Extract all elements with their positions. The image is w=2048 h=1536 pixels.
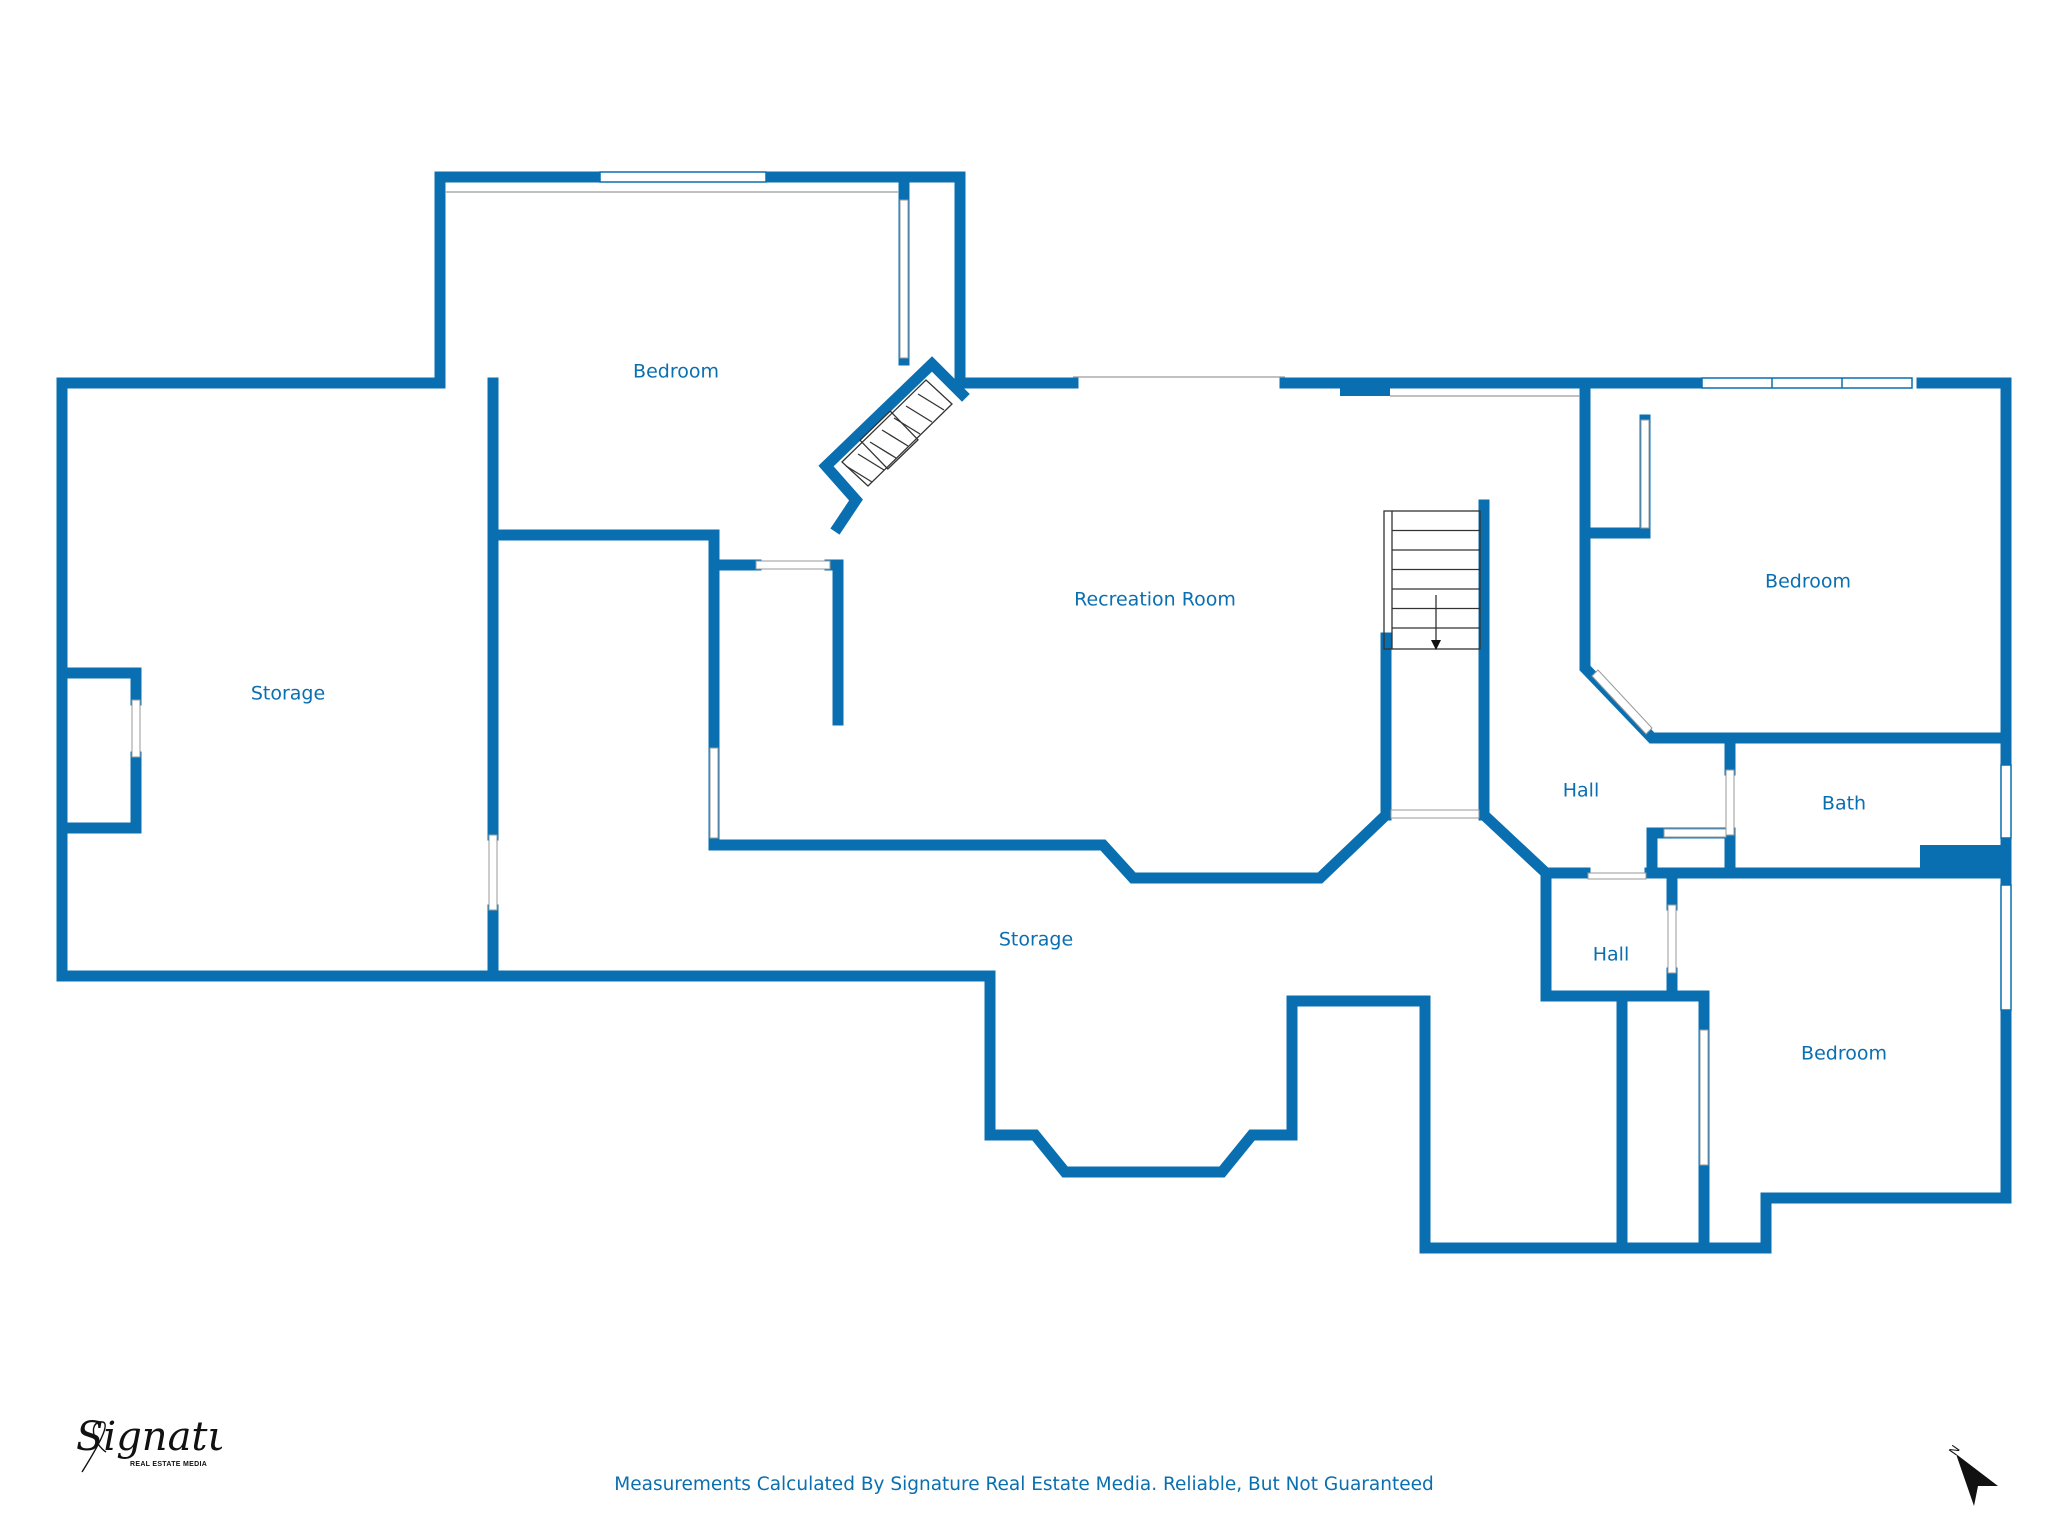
measurement-disclaimer: Measurements Calculated By Signature Rea…	[614, 1474, 1434, 1495]
label-hall-upper: Hall	[1563, 780, 1600, 802]
wall-storage-alcove-b	[56, 751, 142, 834]
logo-name: Signature	[76, 1414, 222, 1460]
opening-lines	[131, 191, 1735, 1166]
window-bedroom-low	[2000, 884, 2012, 1011]
signature-logo: Signature REAL ESTATE MEDIA	[72, 1400, 276, 1480]
wall-inner-door-right	[824, 559, 844, 726]
label-bedroom-right-top: Bedroom	[1765, 571, 1851, 593]
window-right-bedroom	[1701, 377, 1913, 389]
north-arrow-icon: N	[1930, 1434, 2010, 1514]
label-hall-lower: Hall	[1593, 944, 1630, 966]
window-bath	[2000, 764, 2012, 839]
wall-left-storage	[56, 377, 499, 982]
wall-inner-top	[487, 529, 720, 851]
room-labels: Bedroom Storage Recreation Room Bedroom …	[251, 361, 1887, 1065]
hatch-line	[857, 453, 885, 471]
label-storage-left: Storage	[251, 683, 325, 705]
wall-storage-alcove	[56, 667, 142, 706]
fireplace-hatch	[841, 379, 953, 487]
wall-fireplace	[818, 356, 970, 535]
wall-hall-angle	[1476, 807, 1591, 879]
walls	[56, 171, 2012, 1254]
window-top-bedroom	[599, 171, 767, 183]
hatch-line	[881, 429, 909, 447]
hatch-line	[905, 405, 933, 423]
label-bedroom-top: Bedroom	[633, 361, 719, 383]
wall-right-outer	[1916, 377, 2012, 771]
label-bath: Bath	[1822, 793, 1866, 815]
label-recreation-room: Recreation Room	[1074, 589, 1236, 611]
staircase	[1383, 510, 1481, 650]
wall-rec-bottom	[708, 807, 1394, 884]
hatch-line	[845, 465, 873, 483]
wall-hall-closet	[1646, 827, 1736, 879]
wall-closet	[1579, 414, 1651, 539]
wall-hall-lower-right-b	[1666, 967, 1710, 1002]
label-bedroom-right-bottom: Bedroom	[1801, 1043, 1887, 1065]
hatch-line	[917, 393, 945, 411]
windows	[599, 171, 2012, 1011]
stair-down-arrow-icon	[1431, 640, 1441, 650]
hatch-line	[893, 417, 921, 435]
block-bath	[1920, 845, 2006, 877]
wall-bedroom-top	[434, 171, 966, 389]
hatch-line	[869, 441, 897, 459]
wall-storage-bottom	[487, 879, 2012, 1254]
label-storage-bottom: Storage	[999, 929, 1073, 951]
logo-tagline: REAL ESTATE MEDIA	[130, 1461, 207, 1468]
block-rec-top	[1340, 378, 1390, 396]
compass-letter: N	[1946, 1443, 1963, 1458]
